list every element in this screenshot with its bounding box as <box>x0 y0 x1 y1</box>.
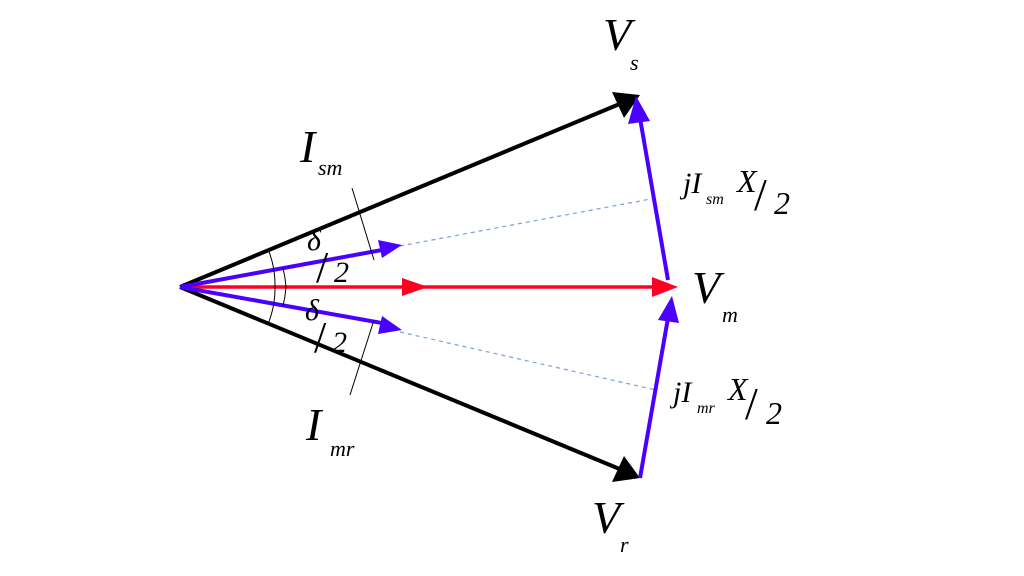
imr-phasor-line <box>179 285 383 325</box>
svg-text:I: I <box>299 121 318 172</box>
svg-text:2: 2 <box>766 395 782 431</box>
vs-arrowhead <box>612 92 640 118</box>
svg-text:δ: δ <box>307 224 322 257</box>
svg-text:I: I <box>305 399 324 450</box>
svg-text:V: V <box>692 262 725 313</box>
vr-label: V r <box>592 492 629 557</box>
ism-leader-line <box>351 187 375 261</box>
svg-text:sm: sm <box>318 155 342 180</box>
svg-text:jI: jI <box>679 167 703 200</box>
svg-text:mr: mr <box>697 400 716 417</box>
upper-dashed-line <box>399 197 657 247</box>
upper-drop-arrowhead <box>628 96 650 124</box>
vm-arrowhead <box>652 277 678 297</box>
svg-text:/: / <box>754 169 767 220</box>
imr-leader-line <box>349 319 375 396</box>
upper-angle-label: δ / 2 <box>307 224 349 292</box>
svg-text:X: X <box>726 371 749 407</box>
svg-text:/: / <box>314 313 327 362</box>
svg-text:δ: δ <box>305 294 320 327</box>
imr-arrowhead <box>378 316 402 334</box>
vm-mid-arrowhead <box>402 278 428 296</box>
svg-text:V: V <box>603 9 636 60</box>
upper-angle-arc <box>267 248 276 288</box>
svg-text:m: m <box>722 302 738 327</box>
svg-text:/: / <box>745 378 758 429</box>
upper-inner-arc <box>282 267 287 288</box>
lower-drop-arrowhead <box>658 296 679 323</box>
ism-arrowhead <box>378 240 402 258</box>
ism-phasor-line <box>179 248 383 289</box>
svg-text:r: r <box>620 532 629 557</box>
vs-phasor-line <box>179 101 623 289</box>
lower-drop-phasor-line <box>638 317 670 479</box>
upper-drop-label: jI sm X / 2 <box>679 163 790 221</box>
lower-drop-label: jI mr X / 2 <box>669 371 782 431</box>
svg-text:sm: sm <box>706 191 724 208</box>
vr-arrowhead <box>612 456 640 482</box>
imr-label: I mr <box>305 399 355 461</box>
svg-text:2: 2 <box>332 326 347 359</box>
vr-phasor-line <box>179 285 623 472</box>
svg-text:jI: jI <box>669 376 693 409</box>
lower-dashed-line <box>399 331 657 391</box>
svg-text:mr: mr <box>330 436 355 461</box>
vm-label: V m <box>692 262 738 327</box>
svg-text:X: X <box>735 163 758 199</box>
ism-label: I sm <box>299 121 342 180</box>
svg-text:V: V <box>592 492 625 543</box>
svg-text:2: 2 <box>774 185 790 221</box>
lower-angle-arc <box>267 286 276 325</box>
svg-text:2: 2 <box>334 256 349 289</box>
svg-text:s: s <box>630 50 639 75</box>
upper-drop-phasor-line <box>638 117 670 281</box>
svg-text:/: / <box>316 243 329 292</box>
lower-angle-label: δ / 2 <box>305 294 347 362</box>
vs-label: V s <box>603 9 639 75</box>
lower-inner-arc <box>282 286 287 307</box>
